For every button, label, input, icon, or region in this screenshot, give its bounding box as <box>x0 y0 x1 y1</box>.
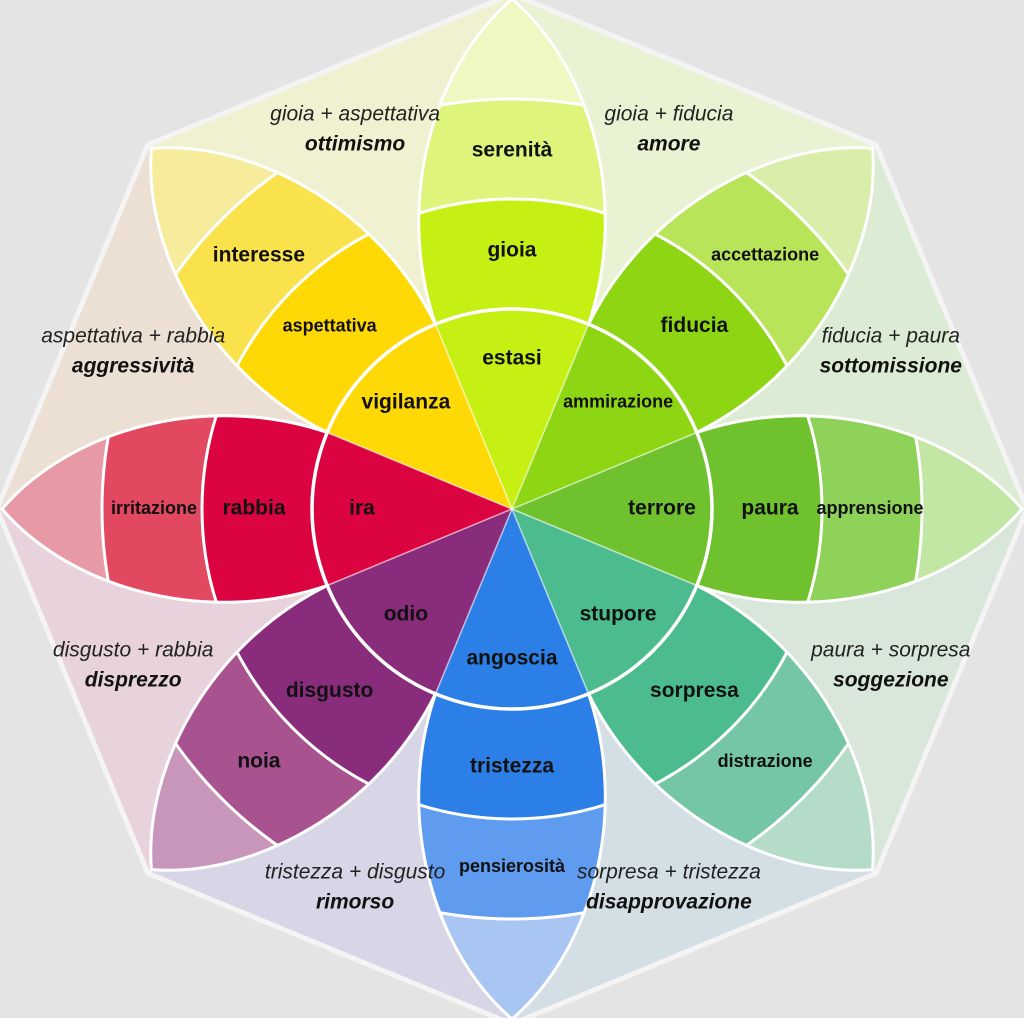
petal-ring-out-4 <box>418 693 606 921</box>
dyad-combination-4: tristezza + disgusto <box>265 860 446 883</box>
petal-ring-out-2 <box>696 415 924 603</box>
label-middle-fiducia: fiducia <box>661 314 729 337</box>
label-inner-estasi: estasi <box>482 347 542 370</box>
label-middle-disgusto: disgusto <box>286 679 374 702</box>
petal-inner-sector-ammirazione <box>512 324 697 509</box>
spoke-0 <box>511 323 590 510</box>
dyad-combination-5: disgusto + rabbia <box>53 638 214 661</box>
label-inner-angoscia: angoscia <box>466 647 557 670</box>
label-outer-accettazione: accettazione <box>711 245 819 265</box>
dyad-name-ottimismo: ottimismo <box>305 133 406 156</box>
label-inner-stupore: stupore <box>580 603 657 626</box>
petal-core-band-fiducia <box>588 199 822 433</box>
inner-circle <box>310 307 714 711</box>
petal-core-band-sorpresa <box>588 585 822 819</box>
dyad-name-aggressività: aggressività <box>72 355 195 378</box>
label-outer-pensierosità: pensierosità <box>459 856 566 876</box>
label-inner-ira: ira <box>349 497 375 520</box>
dyad-combination-6: aspettativa + rabbia <box>41 325 225 348</box>
label-inner-ammirazione: ammirazione <box>563 392 673 412</box>
petal-inner-sector-terrore <box>512 432 713 586</box>
label-middle-aspettativa: aspettativa <box>283 315 378 335</box>
dyad-name-sottomissione: sottomissione <box>820 355 963 378</box>
petal-inner-sector-odio <box>327 509 512 694</box>
petal-rabbia <box>0 414 512 604</box>
spoke-5 <box>326 508 513 587</box>
label-outer-distrazione: distrazione <box>718 751 813 771</box>
label-middle-rabbia: rabbia <box>222 497 285 520</box>
dyad-name-amore: amore <box>637 133 700 156</box>
spoke-3 <box>511 508 590 695</box>
label-middle-sorpresa: sorpresa <box>650 679 739 702</box>
petal-core-band-aspettativa <box>202 199 436 433</box>
petal-ring-mid-2 <box>696 415 824 603</box>
petal-ring-out-6 <box>100 415 328 603</box>
spoke-6 <box>326 431 513 510</box>
dyad-name-soggezione: soggezione <box>833 668 949 691</box>
petal-gioia <box>417 0 607 509</box>
dyad-name-disapprovazione: disapprovazione <box>586 890 752 913</box>
petal-core-band-disgusto <box>202 585 436 819</box>
petal-ring-mid-0 <box>418 197 606 325</box>
spoke-7 <box>434 323 513 510</box>
spoke-2 <box>511 508 698 587</box>
spoke-1 <box>511 431 698 510</box>
label-inner-vigilanza: vigilanza <box>362 390 451 413</box>
petal-tristezza <box>417 509 607 1018</box>
label-outer-serenità: serenità <box>472 139 553 162</box>
label-middle-paura: paura <box>741 497 799 520</box>
label-outer-interesse: interesse <box>213 243 305 266</box>
petal-ring-mid-4 <box>418 693 606 821</box>
petal-ring-out-0 <box>418 97 606 325</box>
label-outer-noia: noia <box>237 750 280 773</box>
petal-inner-sector-stupore <box>512 509 697 694</box>
petal-ring-mid-6 <box>200 415 328 603</box>
dyad-name-rimorso: rimorso <box>316 890 394 913</box>
petal-inner-sector-vigilanza <box>327 324 512 509</box>
dyad-combination-1: fiducia + paura <box>822 325 960 348</box>
label-outer-irritazione: irritazione <box>111 498 197 518</box>
dyad-combination-0: gioia + fiducia <box>604 103 733 126</box>
dyad-combination-2: paura + sorpresa <box>810 638 970 661</box>
petal-inner-sector-angoscia <box>435 509 589 710</box>
petal-paura <box>512 414 1024 604</box>
petal-inner-sector-estasi <box>435 308 589 509</box>
petal-aspettativa <box>149 146 512 509</box>
label-inner-terrore: terrore <box>628 497 696 520</box>
dyad-combination-3: sorpresa + tristezza <box>577 860 761 883</box>
dyad-name-disprezzo: disprezzo <box>85 668 182 691</box>
dyad-combination-7: gioia + aspettativa <box>270 103 440 126</box>
petal-inner-sector-ira <box>311 432 512 586</box>
label-layer: estasi gioia serenità ammirazione fiducia acc… <box>41 103 970 914</box>
spoke-4 <box>434 508 513 695</box>
label-inner-odio: odio <box>384 603 428 626</box>
petal-fiducia <box>512 146 875 509</box>
label-outer-apprensione: apprensione <box>816 498 923 518</box>
label-middle-tristezza: tristezza <box>470 755 554 778</box>
label-middle-gioia: gioia <box>487 239 536 262</box>
